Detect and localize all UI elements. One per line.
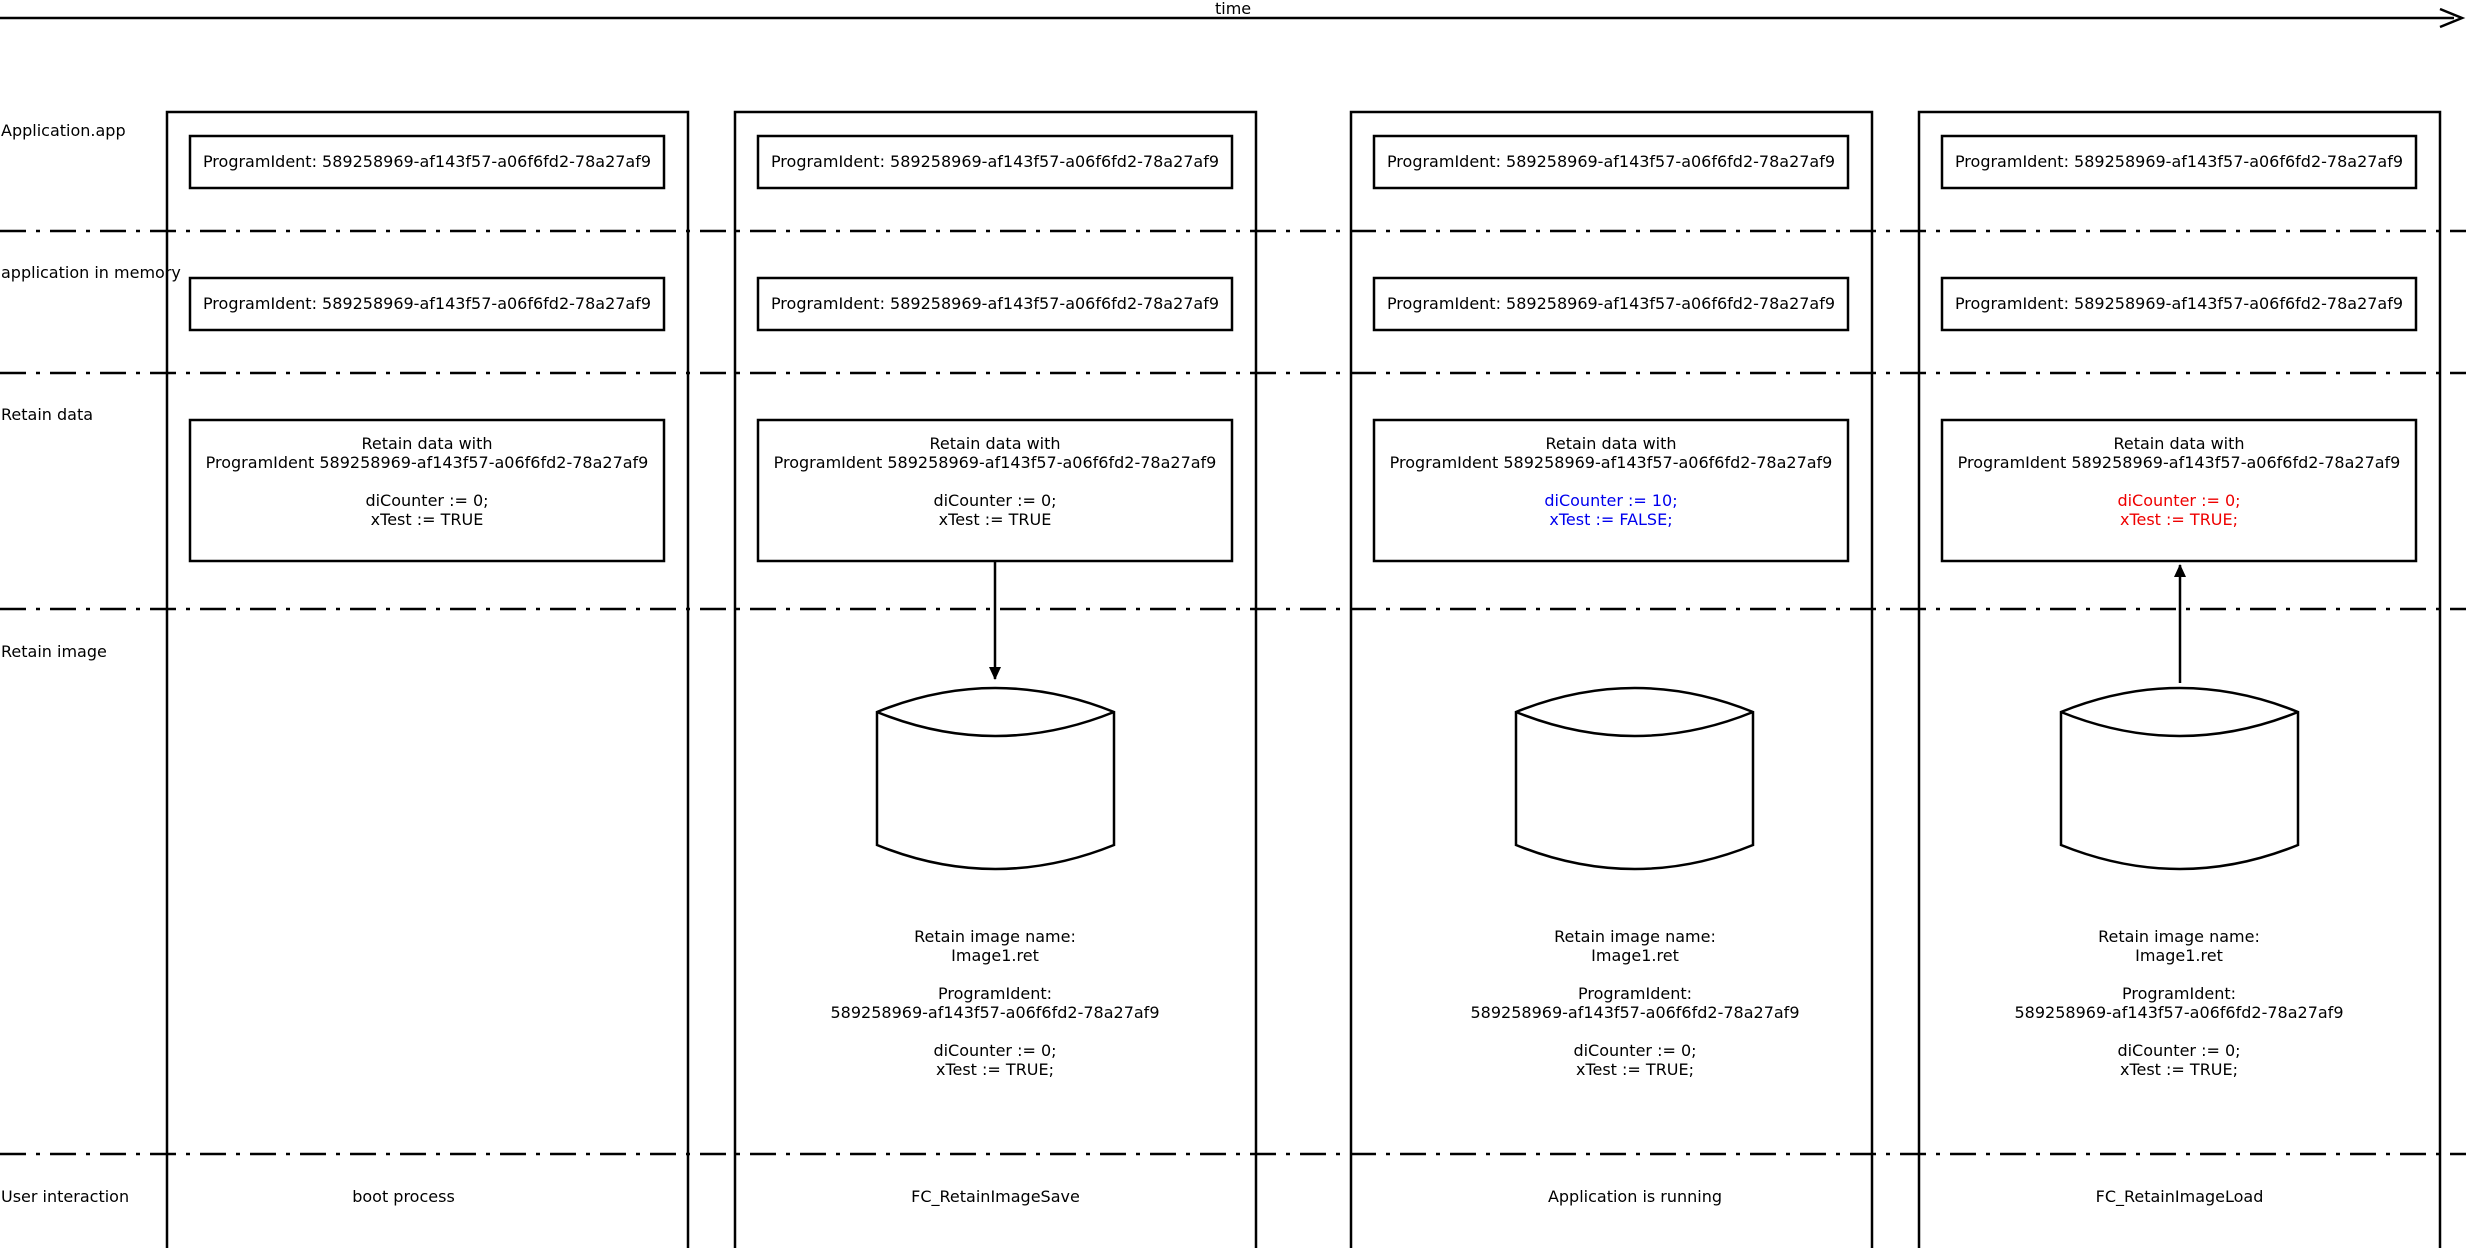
retain-data-title: Retain data with [929, 434, 1061, 453]
retain-image-name-label: Retain image name: [2098, 927, 2260, 946]
retain-image-name: Image1.ret [1591, 946, 1679, 965]
app-ident-text-3: ProgramIdent: 589258969-af143f57-a06f6fd… [1386, 152, 1836, 171]
memory-ident-box-1 [188, 276, 666, 332]
lane-label-retain-data: Retain data [1, 405, 94, 424]
retain-image-cylinder-3 [1514, 686, 1755, 871]
memory-ident-text-1: ProgramIdent: 589258969-af143f57-a06f6fd… [202, 294, 652, 313]
retain-image-ident-label: ProgramIdent: [2121, 984, 2237, 1003]
retain-image-text-3: Retain image name: Image1.ret ProgramIde… [1398, 927, 1872, 1079]
app-ident-text-2: ProgramIdent: 589258969-af143f57-a06f6fd… [770, 152, 1220, 171]
column-frame-3 [1349, 110, 1874, 1248]
retain-data-text-3: Retain data with ProgramIdent 589258969-… [1374, 434, 1848, 529]
memory-ident-box-3 [1372, 276, 1850, 332]
retain-data-title: Retain data with [1545, 434, 1677, 453]
retain-image-ident: 589258969-af143f57-a06f6fd2-78a27af9 [1470, 1003, 1800, 1022]
app-ident-box-4 [1940, 134, 2418, 190]
retain-image-var-xtest: xTest := TRUE; [1575, 1060, 1695, 1079]
retain-var-dicounter: diCounter := 0; [933, 491, 1057, 510]
memory-ident-text-4: ProgramIdent: 589258969-af143f57-a06f6fd… [1954, 294, 2404, 313]
retain-var-dicounter: diCounter := 0; [365, 491, 489, 510]
retain-data-ident: ProgramIdent 589258969-af143f57-a06f6fd2… [1957, 453, 2401, 472]
retain-image-cylinder-2 [875, 686, 1116, 871]
memory-ident-box-2 [756, 276, 1234, 332]
memory-ident-text-2: ProgramIdent: 589258969-af143f57-a06f6fd… [770, 294, 1220, 313]
retain-var-xtest: xTest := TRUE; [2119, 510, 2239, 529]
lane-label-retain-image: Retain image [1, 642, 107, 661]
retain-image-text-2: Retain image name: Image1.ret ProgramIde… [758, 927, 1232, 1079]
retain-data-box-3 [1372, 418, 1850, 563]
lane-label-user-interaction: User interaction [1, 1187, 130, 1206]
retain-image-ident: 589258969-af143f57-a06f6fd2-78a27af9 [2014, 1003, 2344, 1022]
retain-image-ident-label: ProgramIdent: [937, 984, 1053, 1003]
time-axis-arrowhead [2439, 7, 2466, 29]
retain-image-name-label: Retain image name: [1554, 927, 1716, 946]
retain-image-name: Image1.ret [2135, 946, 2223, 965]
retain-image-var-dicounter: diCounter := 0; [2117, 1041, 2241, 1060]
lane-label-application-app: Application.app [1, 121, 126, 140]
user-interaction-text-1: boot process [352, 1187, 455, 1206]
retain-image-var-xtest: xTest := TRUE; [935, 1060, 1055, 1079]
retain-var-xtest: xTest := FALSE; [1549, 510, 1673, 529]
retain-data-ident: ProgramIdent 589258969-af143f57-a06f6fd2… [205, 453, 649, 472]
user-interaction-text-3: Application is running [1547, 1187, 1723, 1206]
retain-data-text-4: Retain data with ProgramIdent 589258969-… [1942, 434, 2416, 529]
retain-image-var-dicounter: diCounter := 0; [1573, 1041, 1697, 1060]
app-ident-text-4: ProgramIdent: 589258969-af143f57-a06f6fd… [1954, 152, 2404, 171]
app-ident-box-1 [188, 134, 666, 190]
time-axis-label: time [1215, 0, 1252, 18]
column-frame-4 [1917, 110, 2442, 1248]
memory-ident-text-3: ProgramIdent: 589258969-af143f57-a06f6fd… [1386, 294, 1836, 313]
lane-label-application-memory: application in memory [1, 263, 181, 282]
retain-data-text-2: Retain data with ProgramIdent 589258969-… [758, 434, 1232, 529]
retain-data-ident: ProgramIdent 589258969-af143f57-a06f6fd2… [773, 453, 1217, 472]
memory-ident-box-4 [1940, 276, 2418, 332]
retain-image-ident-label: ProgramIdent: [1577, 984, 1693, 1003]
app-ident-box-3 [1372, 134, 1850, 190]
retain-var-dicounter: diCounter := 0; [2117, 491, 2241, 510]
retain-image-ident: 589258969-af143f57-a06f6fd2-78a27af9 [830, 1003, 1160, 1022]
retain-image-text-4: Retain image name: Image1.ret ProgramIde… [1942, 927, 2416, 1079]
retain-data-box-1 [188, 418, 666, 563]
retain-image-var-dicounter: diCounter := 0; [933, 1041, 1057, 1060]
retain-image-name: Image1.ret [951, 946, 1039, 965]
retain-var-xtest: xTest := TRUE [370, 510, 484, 529]
retain-image-var-xtest: xTest := TRUE; [2119, 1060, 2239, 1079]
retain-data-text-1: Retain data with ProgramIdent 589258969-… [190, 434, 664, 529]
user-interaction-text-2: FC_RetainImageSave [911, 1187, 1080, 1206]
retain-data-box-4 [1940, 418, 2418, 563]
retain-data-title: Retain data with [361, 434, 493, 453]
user-interaction-text-4: FC_RetainImageLoad [2095, 1187, 2264, 1206]
app-ident-box-2 [756, 134, 1234, 190]
retain-image-name-label: Retain image name: [914, 927, 1076, 946]
column-frame-1 [165, 110, 690, 1248]
app-ident-text-1: ProgramIdent: 589258969-af143f57-a06f6fd… [202, 152, 652, 171]
column-frame-2 [733, 110, 1258, 1248]
retain-var-dicounter: diCounter := 10; [1544, 491, 1678, 510]
retain-data-title: Retain data with [2113, 434, 2245, 453]
retain-data-ident: ProgramIdent 589258969-af143f57-a06f6fd2… [1389, 453, 1833, 472]
retain-image-cylinder-4 [2059, 686, 2300, 871]
retain-var-xtest: xTest := TRUE [938, 510, 1052, 529]
